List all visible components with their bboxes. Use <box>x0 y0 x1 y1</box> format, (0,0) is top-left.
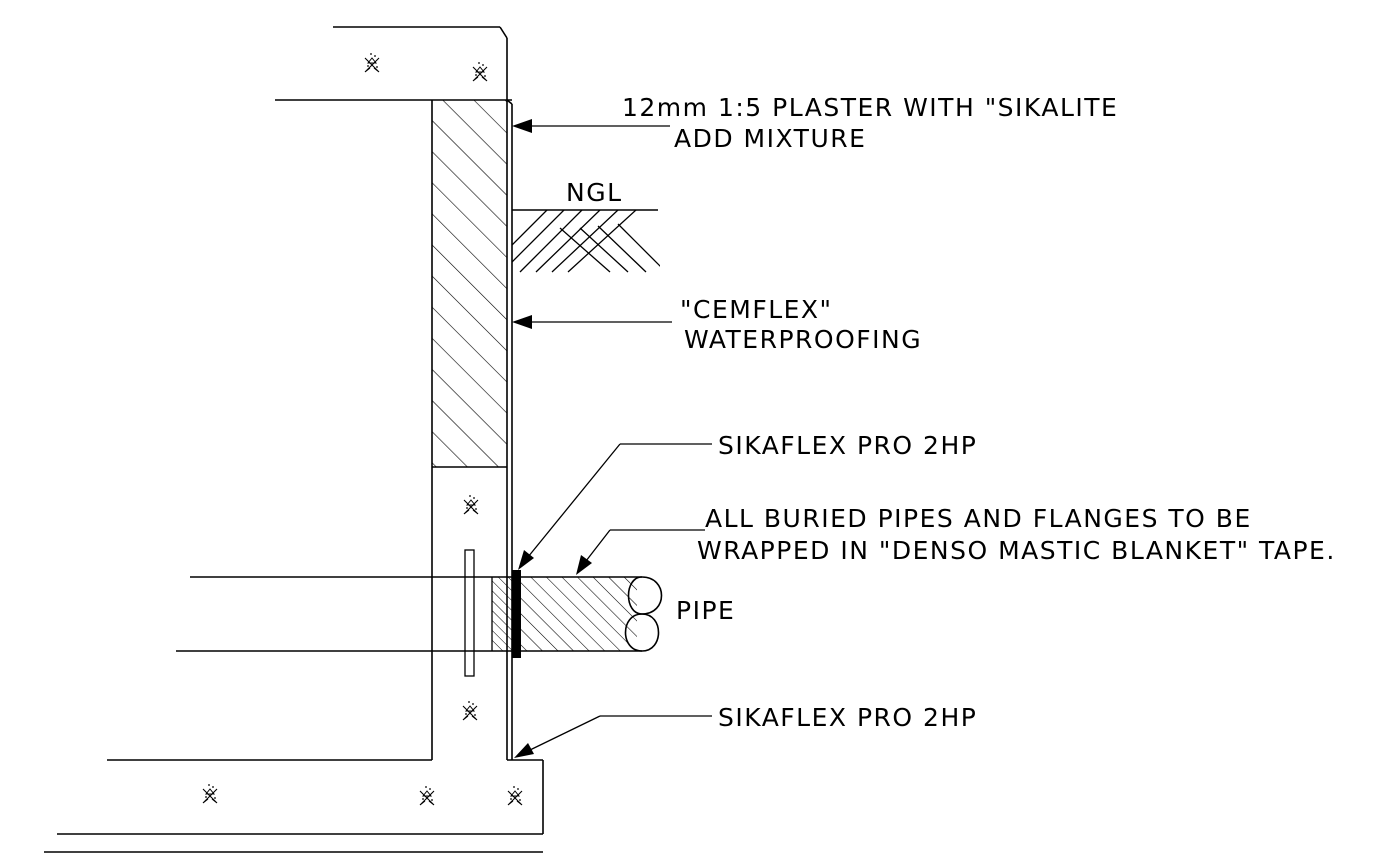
leader-cemflex <box>512 315 672 329</box>
label-sikaflex-top: SIKAFLEX PRO 2HP <box>718 431 977 460</box>
concrete-aggregate-icon <box>462 700 478 721</box>
wall-hatch-area <box>432 100 507 467</box>
concrete-aggregate-icon <box>472 61 488 82</box>
leader-plaster <box>512 119 670 133</box>
concrete-aggregate-icon <box>463 494 479 515</box>
concrete-aggregate-icon <box>202 783 218 804</box>
top-slab <box>275 26 512 101</box>
concrete-aggregate-icon <box>419 785 435 806</box>
bottom-slab <box>44 759 544 853</box>
label-cemflex-line1: "CEMFLEX" <box>680 295 833 324</box>
ngl-soil <box>512 209 660 273</box>
leader-pipes-wrap <box>576 529 705 575</box>
pipe-wrap-hatch <box>512 577 637 651</box>
concrete-aggregate-icon <box>507 785 523 806</box>
concrete-aggregate-icon <box>364 52 380 73</box>
label-plaster-line2: ADD MIXTURE <box>674 124 866 153</box>
label-pipes-line1: ALL BURIED PIPES AND FLANGES TO BE <box>705 504 1252 533</box>
label-ngl: NGL <box>566 178 623 207</box>
sikaflex-seal-ring <box>512 570 521 658</box>
label-cemflex-line2: WATERPROOFING <box>684 325 922 354</box>
label-sikaflex-bottom: SIKAFLEX PRO 2HP <box>718 703 977 732</box>
wall-section <box>431 99 513 760</box>
puddle-flange <box>464 549 475 677</box>
label-plaster-line1: 12mm 1:5 PLASTER WITH "SIKALITE <box>622 93 1118 122</box>
label-pipe: PIPE <box>676 596 735 625</box>
wall-sleeve-hatch <box>492 577 512 651</box>
leader-sikaflex-top <box>518 443 712 570</box>
pipe <box>176 570 663 658</box>
label-pipes-line2: WRAPPED IN "DENSO MASTIC BLANKET" TAPE. <box>697 536 1336 565</box>
leader-sikaflex-bottom <box>514 715 712 758</box>
